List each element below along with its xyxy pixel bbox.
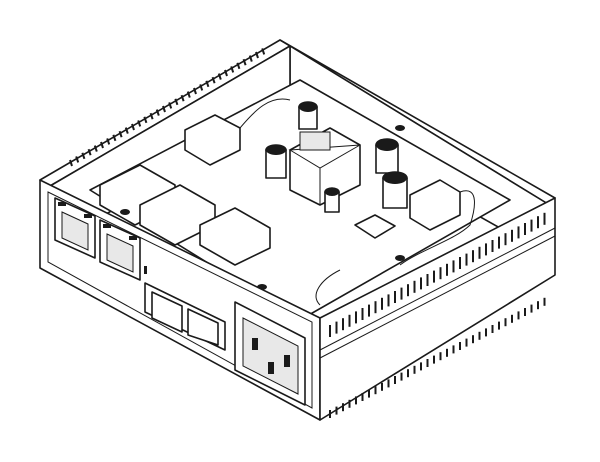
vent-slot xyxy=(186,91,191,98)
vent-slot xyxy=(193,87,197,95)
side-vent-slots xyxy=(329,212,546,418)
vent-slot xyxy=(87,148,92,156)
vent-slot xyxy=(81,152,86,160)
vent-slot xyxy=(217,73,222,80)
vent-slot xyxy=(205,80,210,88)
vent-slot xyxy=(118,130,123,138)
rj45-port-1 xyxy=(54,197,96,259)
rj45-port-2 xyxy=(99,219,141,281)
vent-slot xyxy=(69,159,73,167)
vent-slot xyxy=(155,109,160,116)
vent-slot xyxy=(224,69,228,77)
vent-slot xyxy=(124,127,129,134)
vent-slot xyxy=(261,48,266,55)
power-inlet xyxy=(234,301,306,406)
vent-slot xyxy=(149,112,154,120)
vent-slot xyxy=(106,138,111,145)
capacitors xyxy=(265,101,408,213)
vent-slot xyxy=(255,51,259,59)
vent-slot xyxy=(137,120,142,127)
vent-slot xyxy=(93,145,98,152)
vent-slot xyxy=(248,55,253,62)
cables xyxy=(239,98,475,306)
connectors xyxy=(184,114,461,239)
vent-slot xyxy=(162,105,166,113)
top-vent-slots xyxy=(69,48,266,167)
vent-slot xyxy=(100,141,104,149)
sc-fiber-ports xyxy=(144,282,226,351)
vent-slot xyxy=(112,134,117,142)
vent-slot xyxy=(174,98,179,106)
status-leds xyxy=(144,266,147,274)
vent-slot xyxy=(180,94,185,102)
vent-slot xyxy=(211,76,216,84)
vent-slot xyxy=(199,84,204,91)
pcb-modules xyxy=(99,164,271,266)
vent-slot xyxy=(143,116,148,124)
transformer xyxy=(288,127,361,206)
vent-slot xyxy=(75,156,80,163)
side-panel xyxy=(319,197,556,421)
vent-slot xyxy=(230,66,235,73)
vent-slot xyxy=(168,102,173,109)
vent-slot xyxy=(236,62,241,70)
vent-slot xyxy=(131,123,135,131)
vent-slot xyxy=(242,58,247,66)
